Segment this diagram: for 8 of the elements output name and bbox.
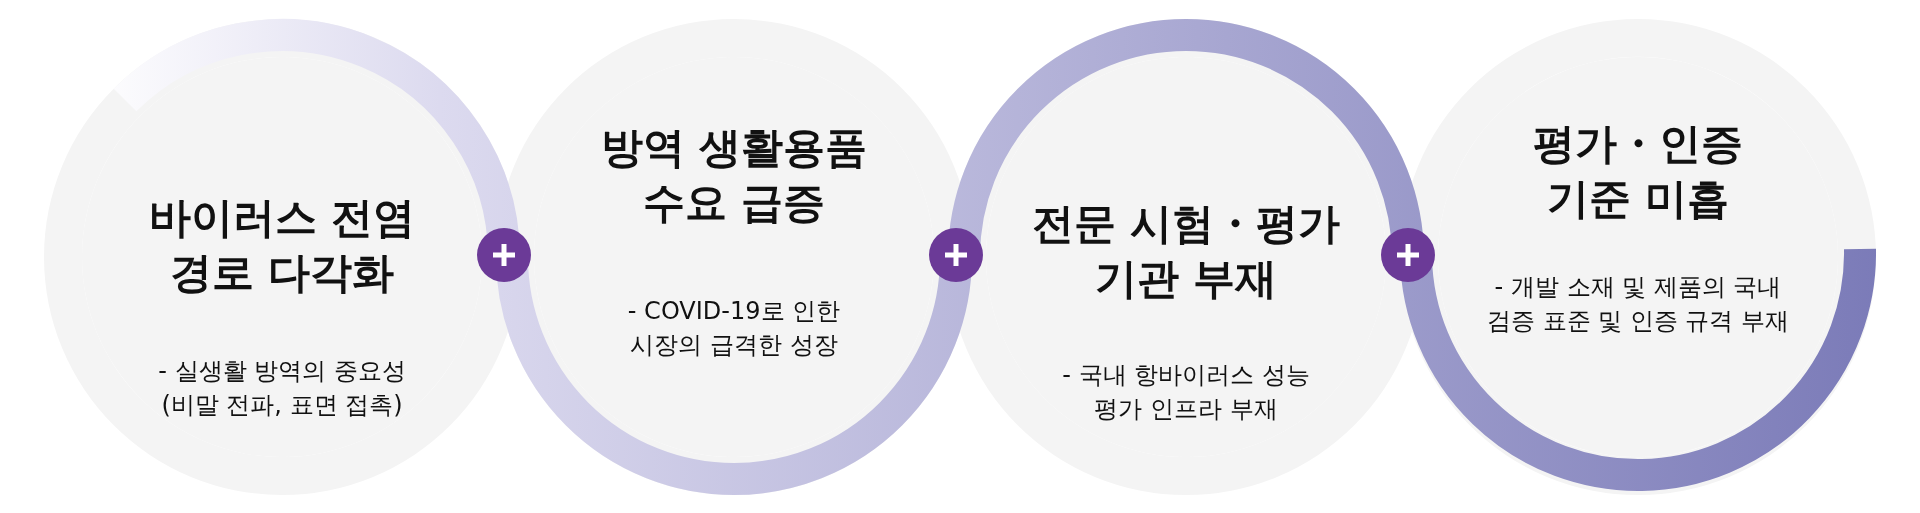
- node-description: - 실생활 방역의 중요성 (비말 전파, 표면 접촉): [157, 356, 407, 421]
- node-description: - COVID-19로 인한 시장의 급격한 성장: [626, 296, 842, 361]
- node-description: - 국내 항바이러스 성능 평가 인프라 부재: [1061, 360, 1311, 425]
- node-title: 바이러스 전염 경로 다각화: [147, 192, 417, 299]
- node-title: 방역 생활용품 수요 급증: [599, 122, 869, 229]
- node-title: 전문 시험・평가 기관 부재: [1030, 198, 1342, 305]
- node-title: 평가・인증 기준 미흡: [1532, 118, 1744, 225]
- node-description: - 개발 소재 및 제품의 국내 검증 표준 및 인증 규격 부재: [1485, 272, 1791, 337]
